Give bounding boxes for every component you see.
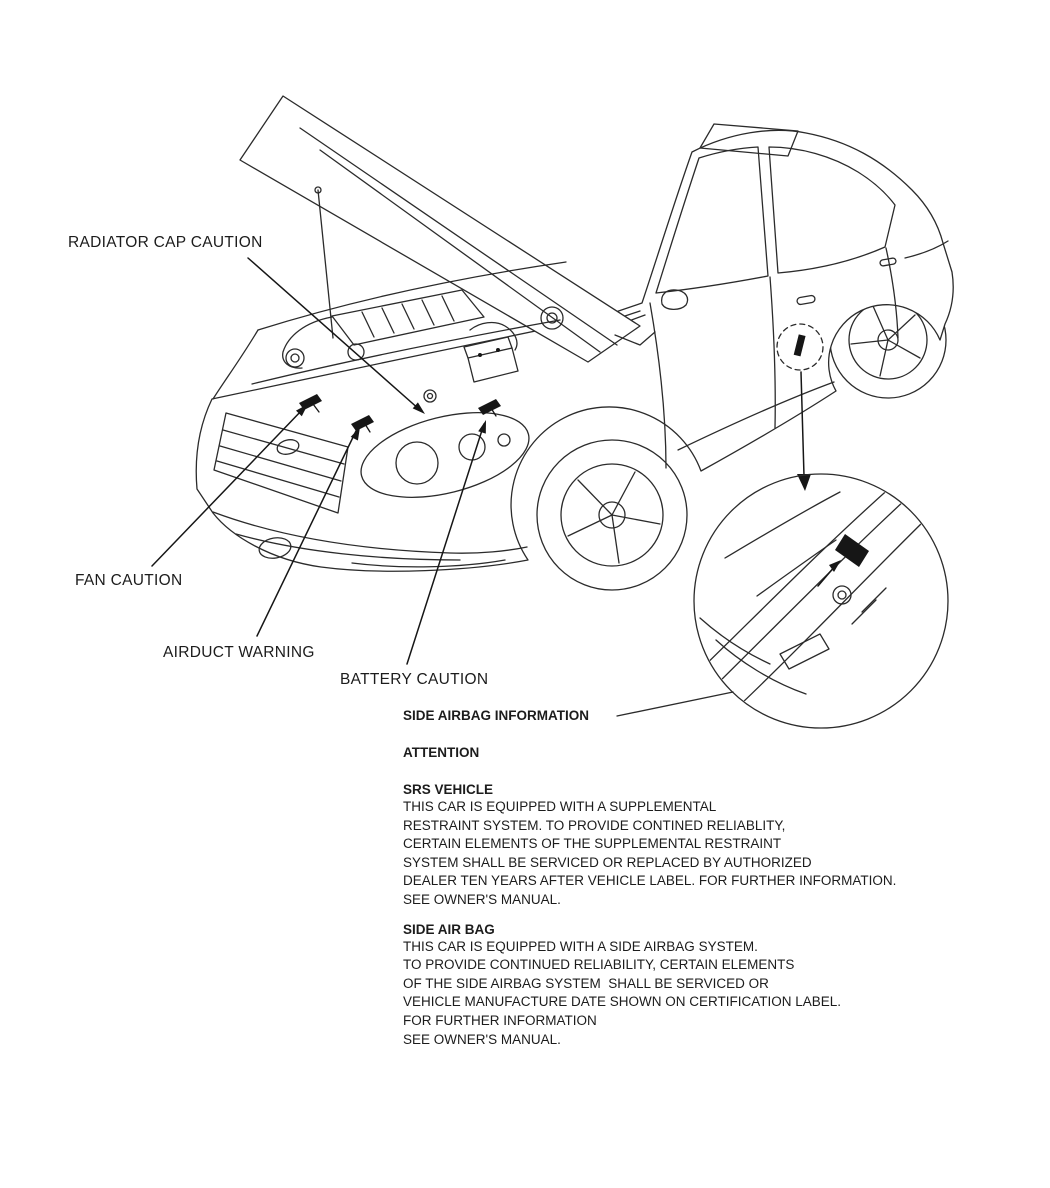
headlight (360, 412, 530, 498)
sunroof (699, 123, 799, 157)
text-line: CERTAIN ELEMENTS OF THE SUPPLEMENTAL RES… (403, 836, 782, 852)
intake-duct (282, 316, 333, 369)
front-wheel (536, 439, 688, 591)
sill-plate (779, 633, 830, 670)
brand-badge (276, 439, 300, 455)
airduct-warning-label-icon (351, 415, 374, 431)
text-line: FOR FURTHER INFORMATION (403, 1012, 597, 1028)
callout-airduct-warning: AIRDUCT WARNING (163, 644, 315, 661)
side-air-bag-heading: SIDE AIR BAG (403, 921, 495, 937)
text-line: SEE OWNER'S MANUAL. (403, 891, 561, 907)
side-mirror (660, 289, 689, 311)
callout-fan-caution: FAN CAUTION (75, 572, 183, 589)
radiator-cap (423, 389, 437, 403)
text-line: SEE OWNER'S MANUAL. (403, 1031, 561, 1047)
front-fascia (212, 412, 530, 568)
side-airbag-label-icon (793, 334, 806, 357)
text-line: THIS CAR IS EQUIPPED WITH A SIDE AIRBAG … (403, 938, 758, 954)
srs-vehicle-paragraph: THIS CAR IS EQUIPPED WITH A SUPPLEMENTAL… (403, 798, 993, 910)
info-title: SIDE AIRBAG INFORMATION (403, 708, 589, 723)
text-line: VEHICLE MANUFACTURE DATE SHOWN ON CERTIF… (403, 994, 842, 1010)
airduct-leader-line (256, 430, 357, 637)
side-air-bag-paragraph: THIS CAR IS EQUIPPED WITH A SIDE AIRBAG … (403, 938, 993, 1050)
open-hood (239, 95, 656, 363)
valve-cover (331, 289, 485, 346)
callout-leaders (151, 257, 485, 665)
text-line: OF THE SIDE AIRBAG SYSTEM SHALL BE SERVI… (403, 975, 769, 991)
door-label-locator (776, 323, 824, 491)
battery-leader-line (406, 423, 485, 665)
callout-battery-caution: BATTERY CAUTION (340, 671, 489, 688)
text-line: TO PROVIDE CONTINUED RELIABILITY, CERTAI… (403, 957, 795, 973)
rear-side-window (768, 146, 896, 274)
text-line: DEALER TEN YEARS AFTER VEHICLE LABEL. FO… (403, 873, 897, 889)
text-line: RESTRAINT SYSTEM. TO PROVIDE CONTINED RE… (403, 817, 786, 833)
srs-vehicle-heading: SRS VEHICLE (403, 782, 494, 797)
callout-radiator-cap-caution: RADIATOR CAP CAUTION (68, 234, 263, 251)
hood-prop-rod (317, 189, 334, 339)
down-arrowhead-icon (797, 474, 811, 491)
rear-door-handle (879, 257, 897, 267)
detail-to-text-leader-line (616, 691, 734, 717)
side-airbag-label-detail-icon (835, 534, 869, 567)
fog-light (258, 537, 292, 559)
side-airbag-information-block: SIDE AIRBAG INFORMATION ATTENTION SRS VE… (403, 708, 993, 1049)
battery-warning-label-icon (478, 399, 501, 415)
attention-heading: ATTENTION (403, 745, 480, 760)
door-grommet (832, 585, 852, 605)
radiator-leader-line (247, 257, 421, 411)
text-line: SYSTEM SHALL BE SERVICED OR REPLACED BY … (403, 854, 812, 870)
magnified-sill-detail (616, 473, 949, 729)
fan-leader-line (151, 408, 304, 567)
grille (213, 412, 349, 514)
text-line: THIS CAR IS EQUIPPED WITH A SUPPLEMENTAL (403, 799, 717, 814)
engine-bay (212, 261, 567, 403)
